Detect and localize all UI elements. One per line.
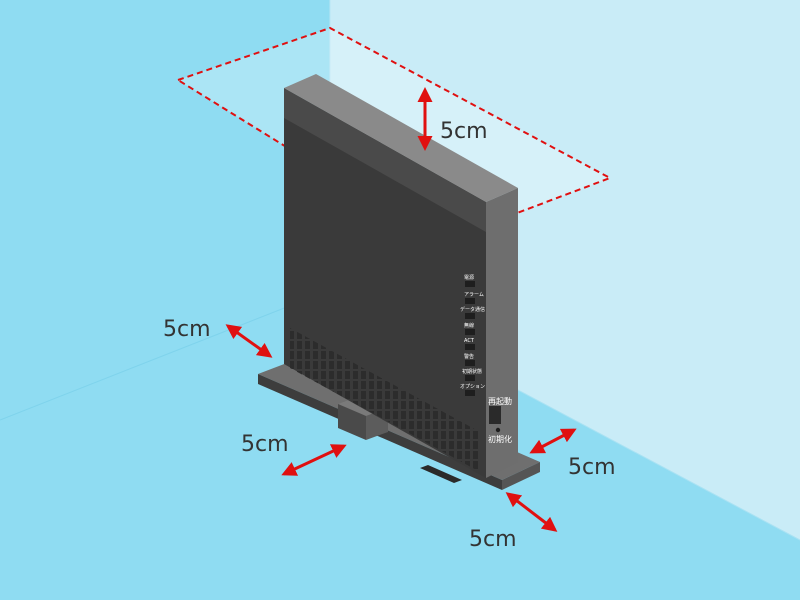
router-vents	[290, 328, 480, 472]
led-label-6: 初期状態	[462, 368, 482, 375]
left-clearance-arrow	[225, 324, 273, 358]
stand-block-front	[338, 404, 366, 440]
back-clearance-arrow	[505, 492, 558, 532]
led-label-3: 無線	[464, 322, 474, 329]
left-clearance-label: 5cm	[163, 317, 211, 342]
front-clearance-arrow	[281, 444, 347, 476]
led-indicator-0	[465, 281, 475, 287]
top-clearance-label: 5cm	[440, 119, 488, 144]
right-clearance-arrow	[529, 428, 577, 454]
led-indicator-3	[465, 329, 475, 335]
led-label-7: オプション	[460, 384, 485, 390]
led-label-5: 警告	[464, 353, 474, 360]
reset-hole	[495, 427, 501, 433]
router-device: 電源 アラーム データ通信 無線 ACT 警告 初期状態 オプション 再起動 初…	[258, 74, 540, 490]
led-label-0: 電源	[464, 274, 474, 281]
router-ribbed-top	[284, 88, 486, 232]
stand-slot	[420, 465, 462, 483]
led-indicator-5	[465, 360, 475, 366]
led-label-1: アラーム	[464, 292, 484, 298]
restart-button	[489, 406, 501, 424]
dimension-arrows	[225, 87, 577, 532]
led-label-4: ACT	[464, 338, 475, 344]
right-wall	[330, 0, 800, 540]
led-indicator-4	[465, 344, 475, 350]
restart-button-label: 再起動	[488, 397, 512, 406]
router-side-panel	[486, 188, 518, 478]
back-clearance-label: 5cm	[469, 527, 517, 552]
left-wall	[0, 0, 330, 420]
led-panel: 電源 アラーム データ通信 無線 ACT 警告 初期状態 オプション	[460, 274, 485, 396]
right-clearance-label: 5cm	[568, 455, 616, 480]
stand-side	[502, 462, 540, 490]
led-indicator-6	[465, 375, 475, 381]
reset-button-label: 初期化	[488, 434, 512, 444]
led-indicator-7	[465, 390, 475, 396]
floor-edge-left	[0, 289, 331, 421]
led-indicator-2	[465, 313, 475, 319]
front-clearance-label: 5cm	[241, 432, 289, 457]
led-label-2: データ通信	[460, 306, 485, 313]
router-top	[284, 74, 518, 202]
led-indicator-1	[465, 298, 475, 304]
